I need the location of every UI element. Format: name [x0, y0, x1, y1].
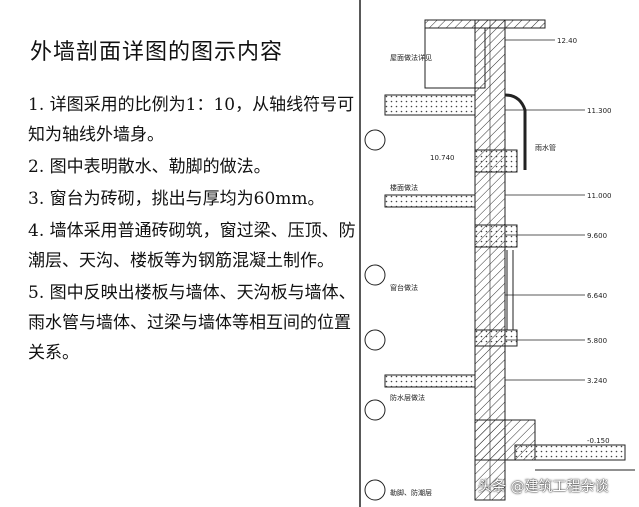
- list-item-3: 3. 窗台为砖砌，挑出与厚均为60mm。: [28, 189, 325, 209]
- list-item-4: 4. 墙体采用普通砖砌筑，窗过梁、压顶、防潮层、天沟、楼板等为钢筋混凝土制作。: [28, 221, 356, 271]
- label-floor-note: 楼面做法: [390, 183, 418, 192]
- lintel-1: [474, 149, 518, 173]
- lintel-2: [474, 224, 518, 248]
- label-floor-elev: 10.740: [430, 154, 455, 162]
- label-top-elev: 12.40: [557, 37, 577, 45]
- detail-marker: [364, 129, 386, 151]
- floor-slab-upper: [384, 194, 476, 208]
- label-bottom: 勒脚、防潮层: [390, 488, 432, 497]
- label-l2: 9.600: [587, 232, 607, 240]
- content-list: 1. 详图采用的比例为1：10，从轴线符号可知为轴线外墙身。 2. 图中表明散水…: [28, 90, 358, 370]
- label-l4: 5.800: [587, 337, 607, 345]
- apron-slope: [514, 444, 626, 461]
- label-drain: 雨水管: [535, 143, 556, 152]
- label-roof-note: 屋面做法详见: [390, 53, 432, 62]
- label-window-sill: 窗台做法: [390, 283, 418, 292]
- label-waterproof: 防水层做法: [390, 393, 425, 402]
- label-l1: 11.000: [587, 192, 612, 200]
- wall-section-drawing: 12.40 11.300 10.740 11.000 9.600 6.640 5…: [359, 0, 635, 507]
- page-title: 外墙剖面详图的图示内容: [30, 40, 284, 65]
- label-eave-elev: 11.300: [587, 107, 612, 115]
- gutter-slab: [384, 94, 476, 116]
- window-sill: [474, 329, 518, 347]
- list-item-2: 2. 图中表明散水、勒脚的做法。: [28, 157, 271, 177]
- watermark: 头条 @建筑工程杂谈: [478, 479, 609, 495]
- list-item-1: 1. 详图采用的比例为1：10，从轴线符号可知为轴线外墙身。: [28, 95, 355, 145]
- list-item-5: 5. 图中反映出楼板与墙体、天沟板与墙体、雨水管与墙体、过梁与墙体等相互间的位置…: [28, 283, 356, 363]
- label-l5: 3.240: [587, 377, 607, 385]
- label-l3: 6.640: [587, 292, 607, 300]
- label-l6: -0.150: [587, 437, 610, 445]
- floor-slab-lower: [384, 374, 476, 388]
